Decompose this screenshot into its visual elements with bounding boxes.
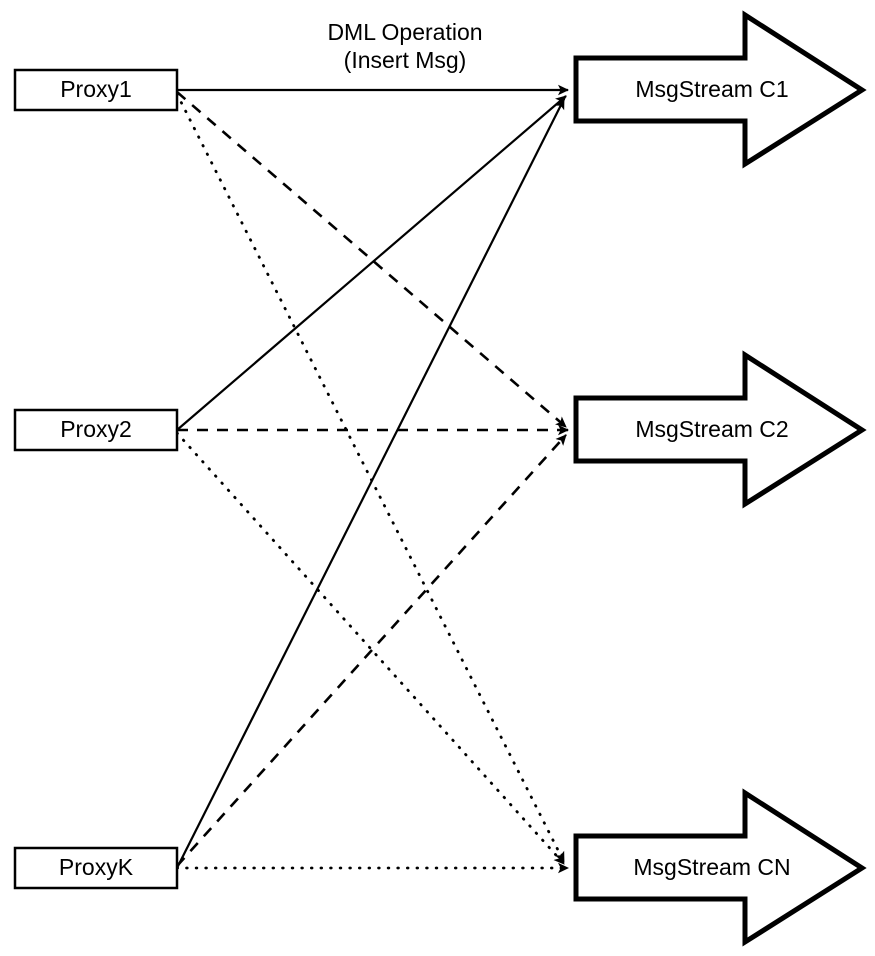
stream-c2-node[interactable]: MsgStream C2 <box>573 350 867 509</box>
stream-cn-block-arrow-icon[interactable] <box>573 788 867 947</box>
streams-layer: MsgStream C1 MsgStream C2 MsgStream CN <box>573 10 867 947</box>
edge-proxyk-c1 <box>176 98 565 869</box>
dml-annotation: DML Operation(Insert Msg) <box>327 19 482 73</box>
stream-cn-label: MsgStream CN <box>633 854 790 880</box>
dml-annotation-line1: DML Operation <box>327 19 482 45</box>
edge-proxy1-cn <box>175 92 566 864</box>
dml-annotation-line2: (Insert Msg) <box>344 47 467 73</box>
edge-proxy2-cn <box>175 431 566 866</box>
proxyk-label: ProxyK <box>59 854 134 880</box>
proxy2-label: Proxy2 <box>60 416 132 442</box>
proxy1-label: Proxy1 <box>60 76 132 102</box>
proxyk-box[interactable] <box>13 846 179 890</box>
edge-proxyk-c2 <box>176 434 567 867</box>
annotations-layer: DML Operation(Insert Msg) <box>327 19 482 73</box>
stream-c1-label: MsgStream C1 <box>635 76 788 102</box>
proxy2-box[interactable] <box>13 408 179 452</box>
stream-c2-block-arrow-icon[interactable] <box>573 350 867 509</box>
proxy2-node[interactable]: Proxy2 <box>13 408 179 452</box>
stream-c1-node[interactable]: MsgStream C1 <box>573 10 867 169</box>
edge-proxy2-c1 <box>176 95 567 431</box>
proxy1-box[interactable] <box>13 68 179 112</box>
edge-proxy1-c2 <box>176 91 567 428</box>
stream-c1-block-arrow-icon[interactable] <box>573 10 867 169</box>
proxy1-node[interactable]: Proxy1 <box>13 68 179 112</box>
proxyk-node[interactable]: ProxyK <box>13 846 179 890</box>
stream-cn-node[interactable]: MsgStream CN <box>573 788 867 947</box>
stream-c2-label: MsgStream C2 <box>635 416 788 442</box>
edges-layer <box>175 84 570 874</box>
